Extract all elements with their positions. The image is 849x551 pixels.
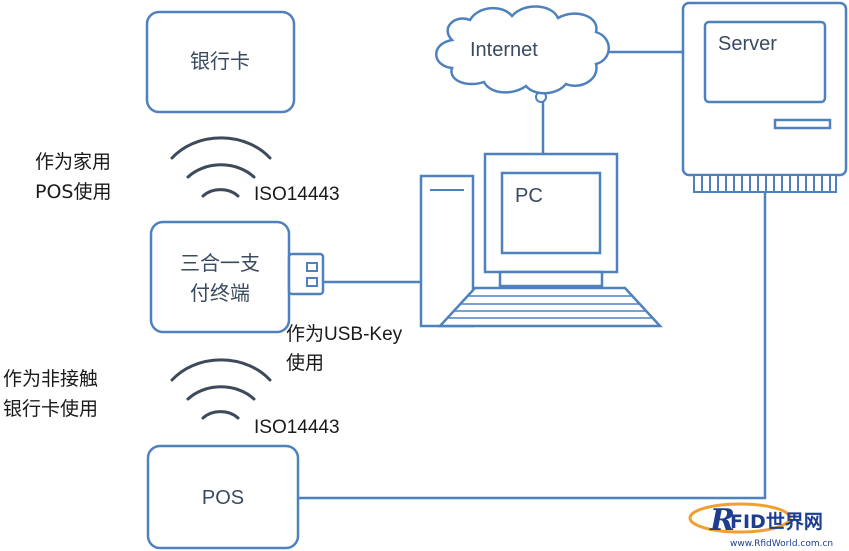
watermark-site: www.RfidWorld.com.cn <box>730 539 833 549</box>
usb-key-note-line1: 作为USB-Key <box>286 323 403 345</box>
wave-arc <box>201 188 240 198</box>
wireless-waves-top <box>170 136 272 198</box>
rfid-world-logo: R FID世界网 www.RfidWorld.com.cn <box>688 502 833 549</box>
watermark-brand: FID世界网 <box>730 511 823 533</box>
iso-label-bottom: ISO14443 <box>254 417 340 438</box>
server-icon: Server <box>681 1 848 193</box>
pos-server-line <box>298 192 767 500</box>
home-pos-note-line2: POS使用 <box>35 181 111 203</box>
wave-arc <box>186 163 256 179</box>
terminal-label-line2: 付终端 <box>190 281 250 305</box>
pos-label: POS <box>202 487 244 509</box>
contactless-card-note-line2: 银行卡使用 <box>3 398 98 420</box>
pc-monitor-icon: PC <box>483 152 619 288</box>
usb-key-note-line2: 使用 <box>286 352 324 374</box>
bank-card-box: 银行卡 <box>145 10 296 114</box>
svg-text:R: R <box>709 503 735 538</box>
wave-arc <box>170 136 272 160</box>
wave-arc <box>186 385 256 401</box>
wave-arc <box>201 410 240 420</box>
wireless-waves-bottom <box>170 358 272 420</box>
contactless-card-note-line1: 作为非接触 <box>3 368 98 390</box>
home-pos-note-line1: 作为家用 <box>35 151 111 173</box>
connection-lines <box>298 50 767 500</box>
keyboard-icon <box>437 286 663 328</box>
iso-label-top: ISO14443 <box>254 184 340 205</box>
internet-cloud-icon: Internet <box>435 5 610 95</box>
server-label: Server <box>718 33 777 55</box>
wave-arc <box>170 358 272 382</box>
payment-terminal-box: 三合一支 付终端 <box>149 220 291 334</box>
bank-card-label: 银行卡 <box>190 49 250 73</box>
terminal-label-line1: 三合一支 <box>180 251 260 275</box>
internet-label: Internet <box>470 39 538 61</box>
server-vent-grille <box>693 174 837 193</box>
usb-plug-icon <box>287 252 325 296</box>
pc-label: PC <box>515 185 543 207</box>
pos-box: POS <box>146 444 300 550</box>
